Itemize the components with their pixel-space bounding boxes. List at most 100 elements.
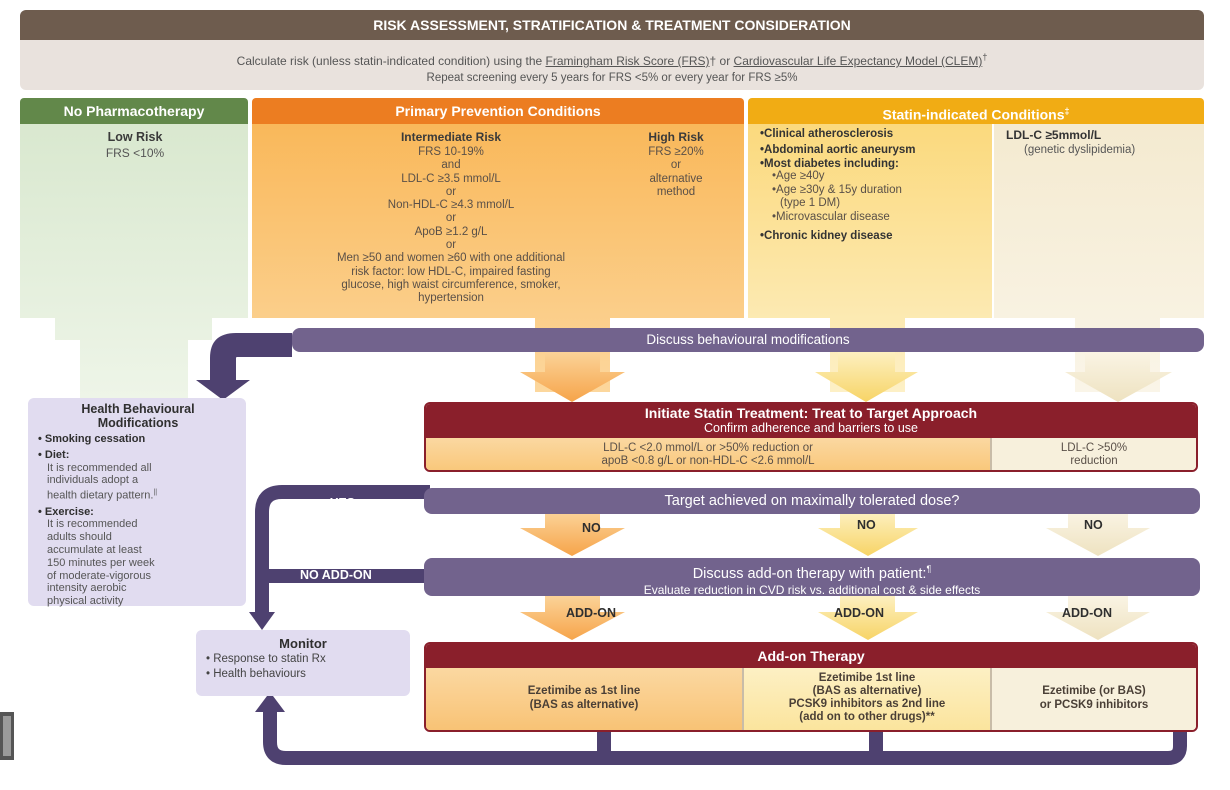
- high-risk-line: alternative: [649, 172, 703, 185]
- ldl-genetic-panel: LDL-C ≥5mmol/L (genetic dyslipidemia): [1006, 128, 1202, 156]
- high-risk-line: or: [670, 159, 682, 172]
- initiate-statin-subtitle: Confirm adherence and barriers to use: [703, 421, 918, 435]
- addon-statin-cell: Ezetimibe 1st line (BAS as alternative) …: [744, 668, 992, 730]
- chronic-kidney-disease: Chronic kidney disease: [764, 230, 893, 242]
- addon-primary-line1: Ezetimibe as 1st line: [527, 685, 641, 697]
- gold-addon-arrow: [818, 596, 918, 640]
- clem-link[interactable]: Cardiovascular Life Expectancy Model (CL…: [733, 54, 983, 68]
- low-risk-panel: Low Risk FRS <10%: [22, 130, 248, 160]
- initiate-statin-box: Initiate Statin Treatment: Treat to Targ…: [424, 402, 1198, 472]
- intermediate-risk-line: ApoB ≥1.2 g/L: [414, 225, 488, 238]
- intermediate-risk-line: or: [445, 239, 457, 252]
- high-risk-label: High Risk: [648, 130, 704, 144]
- target-primary-line1: LDL-C <2.0 mmol/L or >50% reduction or: [603, 442, 813, 454]
- diabetes-type1: (type 1 DM): [780, 197, 841, 209]
- intermediate-risk-line: hypertension: [418, 292, 484, 305]
- diet-footnote-mark: ||: [153, 489, 158, 497]
- health-behavioural-title-1: Health Behavioural: [81, 402, 195, 416]
- intermediate-risk-line: and: [441, 159, 461, 172]
- statin-indicated-list: •Clinical atherosclerosis •Abdominal aor…: [760, 128, 990, 242]
- exercise-line: adults should: [47, 531, 112, 544]
- monitor-box: Monitor • Response to statin Rx • Health…: [196, 630, 410, 696]
- intermediate-risk-line: or: [445, 185, 457, 198]
- cream-down-arrow-1: [1065, 352, 1172, 402]
- addon-therapy-title: Add-on Therapy: [426, 644, 1196, 668]
- discuss-addon-title: Discuss add-on therapy with patient:: [692, 565, 927, 582]
- monitor-item-behaviours: Health behaviours: [213, 668, 306, 680]
- no-label-statin: NO: [857, 518, 876, 532]
- gold-down-arrow-1: [815, 352, 918, 402]
- cream-column-arrow: [994, 124, 1204, 392]
- genetic-dyslipidemia: (genetic dyslipidemia): [1024, 144, 1136, 156]
- exercise-label: Exercise:: [44, 505, 94, 518]
- intermediate-risk-label: Intermediate Risk: [400, 130, 502, 144]
- target-primary-cell: LDL-C <2.0 mmol/L or >50% reduction or a…: [426, 438, 992, 470]
- target-primary-line2: apoB <0.8 g/L or non-HDL-C <2.6 mmol/L: [601, 455, 815, 467]
- exercise-line: physical activity: [47, 595, 124, 608]
- return-arrowhead: [255, 692, 285, 712]
- intermediate-risk-line: Men ≥50 and women ≥60 with one additiona…: [336, 252, 566, 265]
- monitor-item-statin: Response to statin Rx: [213, 653, 326, 665]
- target-genetic-cell: LDL-C >50% reduction: [992, 438, 1196, 470]
- diet-label: Diet:: [44, 448, 70, 461]
- intermediate-risk-line: LDL-C ≥3.5 mmol/L: [401, 172, 501, 185]
- discuss-behavioural-bar: Discuss behavioural modifications: [292, 328, 1204, 352]
- initiate-statin-header: Initiate Statin Treatment: Treat to Targ…: [426, 404, 1196, 438]
- diet-line: It is recommended all: [47, 461, 152, 474]
- high-risk-line: FRS ≥20%: [648, 146, 704, 158]
- diet-line: health dietary pattern.||: [47, 489, 158, 502]
- frs-link[interactable]: Framingham Risk Score (FRS): [545, 54, 710, 68]
- health-behavioural-box: Health Behavioural Modifications • Smoki…: [28, 398, 246, 608]
- yes-loop-arrowhead: [249, 612, 275, 630]
- addon-genetic-line1: Ezetimibe (or BAS): [1042, 685, 1146, 697]
- addon-genetic-cell: Ezetimibe (or BAS) or PCSK9 inhibitors: [992, 668, 1196, 730]
- statin-indicated-header: Statin-indicated Conditions‡: [748, 98, 1204, 124]
- discuss-addon-bar: Discuss add-on therapy with patient:¶ Ev…: [424, 558, 1200, 597]
- addon-genetic-line2: or PCSK9 inhibitors: [1039, 699, 1149, 711]
- header-instructions: Calculate risk (unless statin-indicated …: [20, 40, 1204, 90]
- clinical-atherosclerosis: Clinical atherosclerosis: [764, 128, 894, 140]
- addon-statin-line4: (add on to other drugs)**: [799, 711, 935, 723]
- low-risk-label: Low Risk: [107, 130, 163, 144]
- microvascular-disease: Microvascular disease: [776, 210, 890, 223]
- addon-statin-line2: (BAS as alternative): [812, 685, 922, 697]
- target-achieved-bar: Target achieved on maximally tolerated d…: [424, 488, 1200, 514]
- health-behavioural-title: Health Behavioural Modifications: [38, 402, 238, 430]
- monitor-title: Monitor: [279, 636, 327, 651]
- addon-label-statin: ADD-ON: [834, 606, 884, 620]
- diabetes-age-30: Age ≥30y & 15y duration: [776, 183, 902, 196]
- header-line1-mid: † or: [709, 54, 734, 68]
- orange-column-arrow: [252, 124, 744, 392]
- intermediate-risk-line: FRS 10-19%: [418, 146, 484, 158]
- page-title: RISK ASSESSMENT, STRATIFICATION & TREATM…: [20, 10, 1204, 40]
- addon-label-genetic: ADD-ON: [1062, 606, 1112, 620]
- addon-label-primary: ADD-ON: [566, 606, 616, 620]
- yes-loop-line: [255, 485, 430, 618]
- cream-no-arrow: [1046, 512, 1150, 556]
- initiate-statin-title: Initiate Statin Treatment: Treat to Targ…: [644, 405, 978, 421]
- gold-no-arrow: [818, 512, 918, 556]
- addon-statin-line1: Ezetimibe 1st line: [818, 672, 916, 684]
- target-genetic-line1: LDL-C >50%: [1060, 442, 1128, 454]
- primary-prevention-header: Primary Prevention Conditions: [252, 98, 744, 124]
- header-dagger: †: [982, 52, 988, 62]
- addon-statin-line3: PCSK9 inhibitors as 2nd line: [788, 698, 946, 710]
- header-line2: Repeat screening every 5 years for FRS <…: [426, 72, 798, 84]
- statin-indicated-mark: ‡: [1064, 106, 1070, 116]
- no-pharmacotherapy-header: No Pharmacotherapy: [20, 98, 248, 124]
- intermediate-risk-line: or: [445, 212, 457, 225]
- smoking-cessation: Smoking cessation: [44, 433, 146, 445]
- diet-line: individuals adopt a: [47, 474, 139, 487]
- addon-primary-cell: Ezetimibe as 1st line (BAS as alternativ…: [426, 668, 744, 730]
- intermediate-risk-line: glucose, high waist circumference, smoke…: [341, 278, 561, 291]
- diabetes-age-40: Age ≥40y: [776, 170, 825, 182]
- target-genetic-line2: reduction: [1070, 455, 1118, 467]
- cream-addon-arrow: [1046, 596, 1150, 640]
